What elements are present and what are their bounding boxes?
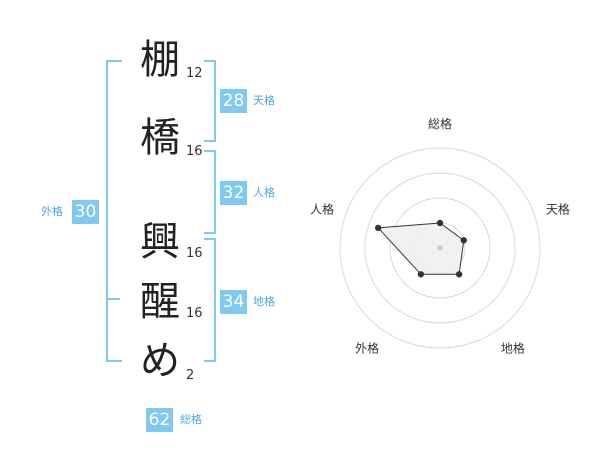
name-character-5: め — [140, 338, 180, 384]
radar-point — [436, 219, 444, 227]
tenkaku-label: 天格 — [253, 94, 275, 107]
radar-axis-label: 外格 — [355, 340, 379, 355]
name-character-3: 興 — [140, 219, 180, 265]
jinkaku-bracket — [204, 150, 216, 234]
radar-axis-label: 総格 — [428, 116, 452, 131]
radar-point — [374, 224, 382, 232]
radar-ring — [339, 147, 541, 349]
soukaku-label: 総格 — [180, 413, 202, 426]
radar-point — [460, 237, 467, 244]
jinkaku-box: 32 — [220, 181, 247, 205]
chikaku-box: 34 — [220, 290, 247, 314]
gaikaku-bracket — [106, 60, 122, 362]
radar-axis-label: 地格 — [501, 340, 525, 355]
radar-axis-label: 天格 — [546, 202, 570, 217]
radar-points — [374, 219, 467, 278]
radar-ring — [389, 197, 491, 299]
chikaku-bracket — [204, 238, 216, 362]
stroke-count-3: 16 — [186, 246, 203, 261]
stroke-count-2: 16 — [186, 144, 203, 159]
gaikaku-box: 30 — [72, 200, 99, 224]
radar-center-dot — [437, 245, 443, 251]
radar-ring — [364, 172, 516, 324]
gaikaku-label: 外格 — [41, 205, 63, 218]
chikaku-label: 地格 — [253, 295, 275, 308]
radar-area — [377, 222, 465, 275]
stroke-count-5: 2 — [186, 368, 195, 383]
stroke-count-1: 12 — [186, 66, 203, 81]
name-character-2: 橋 — [140, 115, 180, 161]
radar-axis-label: 人格 — [310, 202, 334, 217]
stroke-count-4: 16 — [186, 306, 203, 321]
name-character-4: 醒 — [140, 279, 180, 325]
radar-point — [417, 271, 425, 278]
name-character-1: 棚 — [140, 37, 180, 83]
gaikaku-bracket-mid — [106, 298, 120, 300]
radar-point — [455, 271, 463, 278]
tenkaku-box: 28 — [220, 89, 247, 113]
tenkaku-bracket — [204, 60, 216, 142]
soukaku-box: 62 — [146, 408, 173, 432]
jinkaku-label: 人格 — [253, 186, 275, 199]
